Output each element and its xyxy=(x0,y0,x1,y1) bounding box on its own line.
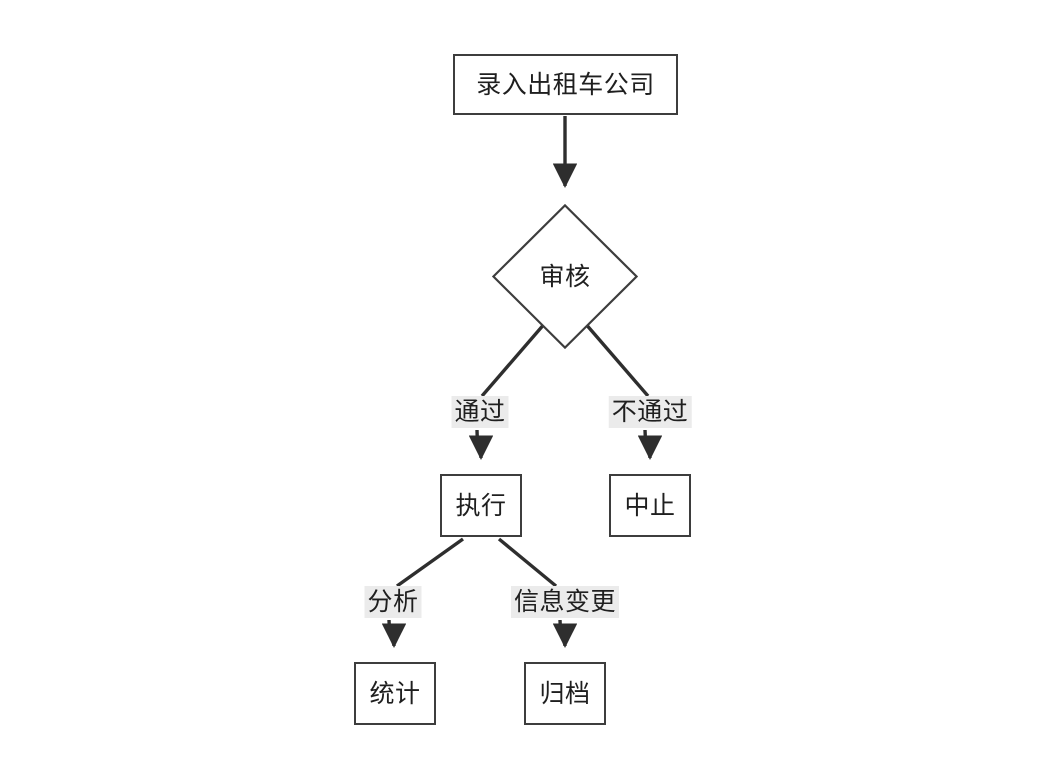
edge-execute-to-analysis-label xyxy=(396,537,464,588)
node-input[interactable]: 录入出租车公司 xyxy=(453,54,678,115)
edge-fail-label-to-abort xyxy=(637,429,663,460)
node-abort-label: 中止 xyxy=(624,491,676,520)
node-execute-label: 执行 xyxy=(455,491,507,520)
node-execute[interactable]: 执行 xyxy=(440,474,522,537)
node-stats-label: 统计 xyxy=(369,679,421,708)
edge-label-pass: 通过 xyxy=(451,396,509,428)
node-abort[interactable]: 中止 xyxy=(609,474,691,537)
edge-execute-to-change-label xyxy=(497,537,558,588)
node-stats[interactable]: 统计 xyxy=(354,662,436,725)
edge-label-fail: 不通过 xyxy=(608,396,692,428)
diamond-shape xyxy=(492,204,638,349)
edge-analysis-label-to-stats xyxy=(381,619,407,648)
edge-pass-label-to-execute xyxy=(468,429,494,460)
edge-label-analysis: 分析 xyxy=(364,586,422,618)
edge-review-to-pass-label xyxy=(480,313,554,398)
edge-review-to-fail-label xyxy=(576,313,650,398)
edge-change-label-to-archive xyxy=(552,619,578,648)
node-review[interactable]: 审核 xyxy=(492,204,638,349)
node-review-label: 审核 xyxy=(539,262,591,291)
node-archive-label: 归档 xyxy=(539,679,591,708)
node-input-label: 录入出租车公司 xyxy=(476,70,655,99)
node-archive[interactable]: 归档 xyxy=(524,662,606,725)
edge-label-info-change: 信息变更 xyxy=(510,586,620,618)
